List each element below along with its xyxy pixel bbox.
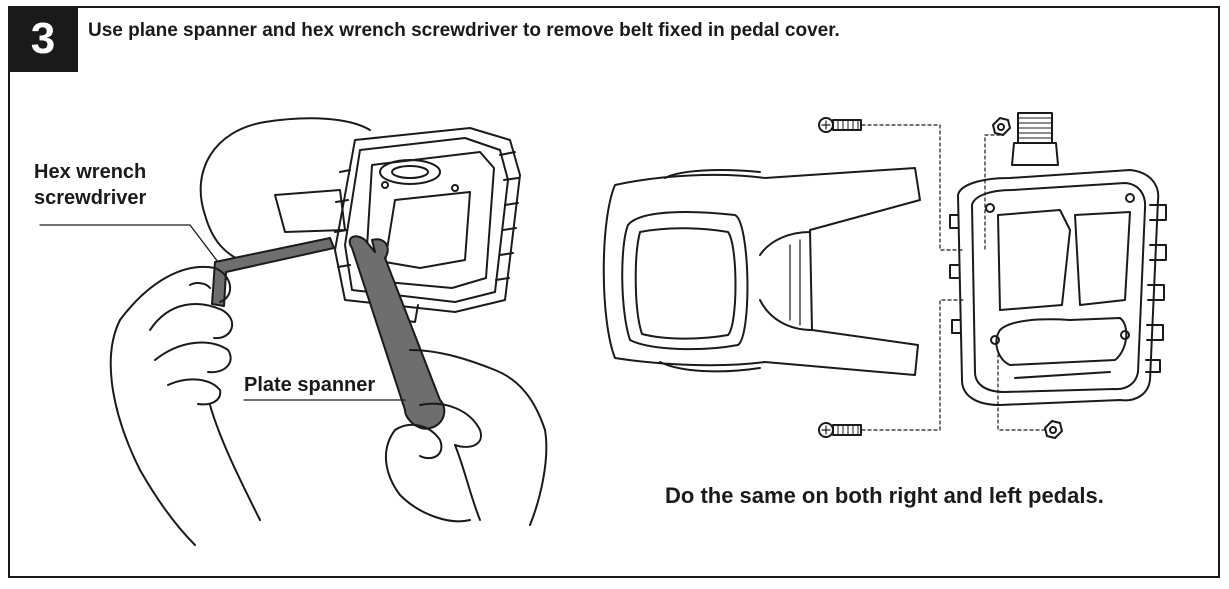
top-screw-icon <box>818 117 862 133</box>
hex-wrench-label: Hex wrench screwdriver <box>34 159 146 211</box>
hex-wrench-leader-line <box>39 224 219 263</box>
hex-wrench-label-line1: Hex wrench <box>34 161 147 183</box>
top-nut-icon <box>992 117 1011 136</box>
instruction-note: Do the same on both right and left pedal… <box>665 483 1104 508</box>
bottom-screw-icon <box>818 422 862 438</box>
bottom-nut-icon <box>1044 420 1063 439</box>
step-title: Use plane spanner and hex wrench screwdr… <box>88 20 840 41</box>
hex-wrench-tool <box>211 237 335 307</box>
assembly-guide-lines <box>861 124 1046 431</box>
right-hand-illustration <box>384 349 548 526</box>
toe-clip-cover-illustration <box>602 167 921 376</box>
hex-wrench-label-line2: screwdriver <box>34 187 147 209</box>
plate-spanner-tool <box>348 235 446 430</box>
pedal-illustration <box>949 112 1167 406</box>
step-number-badge: 3 <box>8 6 78 72</box>
left-hand-illustration <box>109 265 261 546</box>
pedal-with-tools-illustration <box>199 117 521 323</box>
instruction-frame <box>8 6 1220 578</box>
plate-spanner-label: Plate spanner <box>244 374 376 396</box>
